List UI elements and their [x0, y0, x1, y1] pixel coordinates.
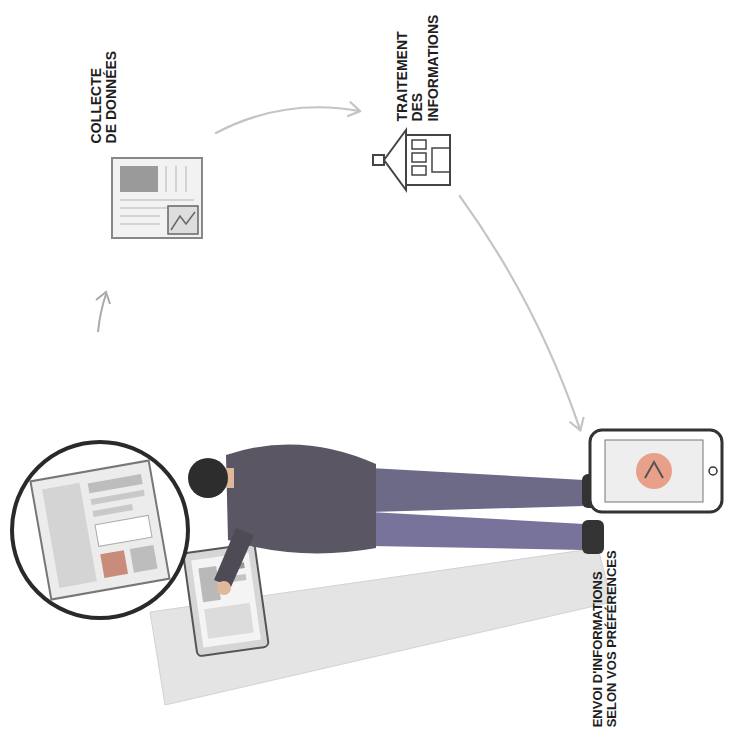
zoom-circle-part-part: [88, 474, 143, 493]
building-icon-part: [432, 148, 450, 172]
kiosk-tablet-part: [198, 566, 221, 602]
small-arrow: [96, 292, 110, 332]
step-label: COLLECTE DE DONNÉES: [89, 47, 120, 143]
zoom-circle-part: [30, 460, 169, 599]
flow-arrow: [460, 196, 584, 431]
person-torso: [188, 444, 376, 595]
phone-icon-part: [709, 467, 717, 475]
phone-icon-part: [645, 462, 663, 478]
phone-icon-part: [605, 440, 703, 502]
building-icon-part: [412, 140, 426, 149]
document-icon-part: [186, 166, 187, 192]
zoom-circle-part-part: [100, 550, 128, 578]
label-holder: TRAITEMENT DES INFORMATIONS: [395, 15, 441, 122]
flow-arrow-line: [216, 107, 360, 133]
building-icon-part: [412, 166, 426, 175]
zoom-circle-part: [12, 442, 188, 618]
building-icon-part: [373, 155, 384, 165]
label-holder: ENVOI D'INFORMATIONS SELON VOS PRÉFÉRENC…: [591, 545, 620, 727]
document-icon-part: [112, 158, 202, 238]
building-icon-part: [384, 130, 406, 190]
person-legs-part: [370, 468, 584, 512]
phone-icon-part: [590, 430, 722, 512]
document-icon-part: [120, 216, 160, 217]
flow-arrow: [216, 102, 360, 133]
person-torso-part: [214, 528, 254, 587]
kiosk-tablet-part: [204, 603, 254, 639]
person-torso-part: [217, 581, 231, 595]
step-label: ENVOI D'INFORMATIONS SELON VOS PRÉFÉRENC…: [591, 545, 620, 727]
phone-icon-part: [636, 453, 672, 489]
document-icon-part: [176, 166, 177, 192]
person-legs-part: [370, 512, 584, 550]
document-icon: [112, 158, 202, 238]
phone-icon: [590, 430, 722, 512]
step-node: COLLECTE DE DONNÉES: [85, 43, 209, 244]
document-icon-part: [120, 200, 194, 201]
building-icon: [373, 130, 450, 190]
step-label: TRAITEMENT DES INFORMATIONS: [395, 15, 441, 122]
document-icon-part: [168, 206, 198, 234]
zoom-circle-part-part: [30, 460, 169, 599]
document-icon-part: [120, 224, 160, 225]
person-torso-part: [188, 458, 228, 498]
small-arrow-part: [96, 292, 110, 304]
zoom-circle-part-part: [91, 490, 145, 505]
label-holder: COLLECTE DE DONNÉES: [89, 47, 120, 143]
flow-arrow-line: [460, 196, 581, 431]
zoom-circle-part-part: [42, 483, 97, 588]
building-icon-part: [412, 153, 426, 162]
step-node: TRAITEMENT DES INFORMATIONS: [368, 11, 456, 197]
document-icon-part: [171, 212, 195, 230]
document-icon-part: [166, 166, 167, 192]
arrow-head: [570, 418, 583, 431]
building-icon-part: [406, 135, 450, 185]
person-legs: [370, 468, 604, 554]
zoom-circle-part-part: [130, 545, 158, 573]
zoom-circle: [12, 442, 188, 618]
person-legs-part: [582, 520, 604, 554]
zoom-circle-part-part: [93, 504, 133, 517]
step-node: ENVOI D'INFORMATIONS SELON VOS PRÉFÉRENC…: [584, 424, 728, 731]
small-arrow-part: [98, 294, 106, 332]
document-icon-part: [120, 166, 158, 192]
arrow-head: [348, 102, 360, 116]
zoom-circle-part-part: [95, 515, 152, 546]
